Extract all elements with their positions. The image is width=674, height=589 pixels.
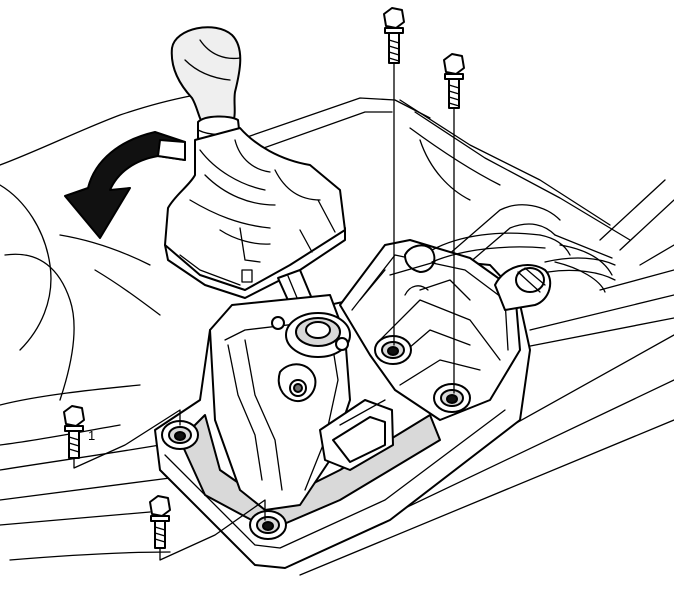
mounting-hole-rear-right [433, 383, 471, 413]
gear-lever-boot [164, 127, 346, 299]
rotation-arrow-icon [64, 131, 186, 239]
bolt-icon [63, 405, 181, 469]
mounting-hole-rear-left [374, 335, 412, 365]
callout-label: 1 [88, 428, 95, 443]
shift-knob [170, 26, 242, 145]
bolt-icon [149, 495, 266, 561]
bolt-icon [443, 53, 465, 394]
mounting-hole-front-right [249, 510, 287, 540]
vehicle-floor-contours [0, 94, 674, 576]
gear-shifter-housing [154, 232, 616, 569]
bolt-icon [383, 7, 405, 346]
